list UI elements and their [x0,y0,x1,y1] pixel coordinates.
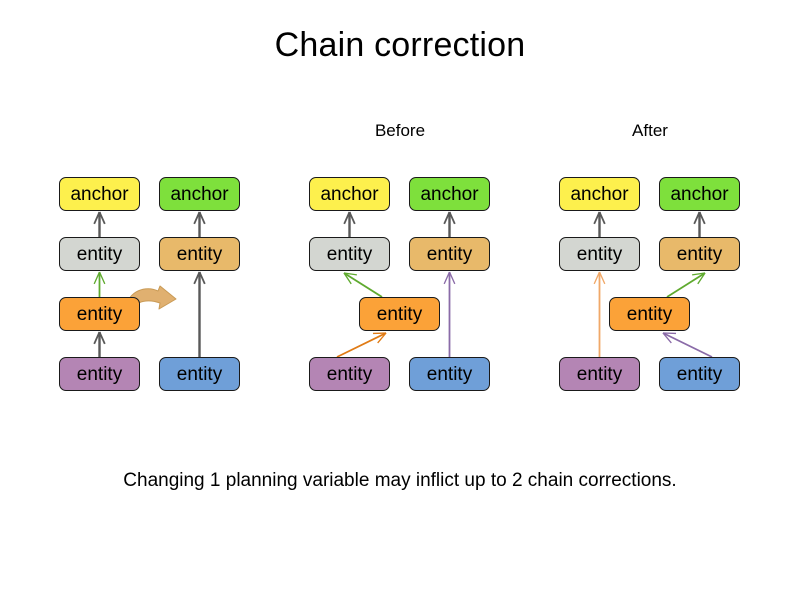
node-label: anchor [570,183,629,205]
node-p2-anchor-green[interactable]: anchor [409,177,490,211]
arrow-before-edge-orange-to-grey [343,272,383,298]
node-label: entity [326,243,373,265]
arrow-after-edge-grey-to-yellow-anchor [593,211,606,237]
node-p1-anchor-green[interactable]: anchor [159,177,240,211]
node-label: entity [426,243,473,265]
arrow-initial-edge-orange-to-grey [93,271,106,297]
node-p1-entity-purple[interactable]: entity [59,357,140,391]
page-title: Chain correction [274,26,526,64]
node-label: entity [76,363,123,385]
node-label: anchor [70,183,129,205]
panel-label-before: Before [374,121,426,140]
arrow-initial-edge-grey-to-yellow-anchor [93,211,106,237]
node-p2-entity-blue[interactable]: entity [409,357,490,391]
node-label: entity [626,303,673,325]
arrow-initial-edge-purple-to-orange [93,331,106,357]
node-label: anchor [170,183,229,205]
node-label: entity [176,243,223,265]
node-label: entity [176,363,223,385]
node-p2-entity-purple[interactable]: entity [309,357,390,391]
node-p3-anchor-green[interactable]: anchor [659,177,740,211]
node-label: anchor [320,183,379,205]
arrow-after-edge-tan-to-green-anchor [693,211,706,237]
node-label: anchor [670,183,729,205]
node-p1-entity-orange[interactable]: entity [59,297,140,331]
node-p1-entity-blue[interactable]: entity [159,357,240,391]
node-p3-entity-purple[interactable]: entity [559,357,640,391]
node-label: entity [576,243,623,265]
arrow-initial-edge-blue-to-tan [193,271,206,357]
arrow-before-edge-grey-to-yellow-anchor [343,211,356,237]
node-label: entity [676,363,723,385]
arrow-before-edge-tan-to-green-anchor [443,211,456,237]
node-p2-entity-grey[interactable]: entity [309,237,390,271]
node-p2-entity-orange[interactable]: entity [359,297,440,331]
arrow-before-edge-purple-to-orange [336,332,387,358]
node-p2-anchor-yellow[interactable]: anchor [309,177,390,211]
arrow-initial-edge-tan-to-green-anchor [193,211,206,237]
diagram-caption: Changing 1 planning variable may inflict… [123,470,677,491]
node-label: entity [376,303,423,325]
node-p3-entity-grey[interactable]: entity [559,237,640,271]
node-label: entity [426,363,473,385]
node-label: entity [326,363,373,385]
node-p1-anchor-yellow[interactable]: anchor [59,177,140,211]
arrow-after-edge-purple-to-grey [593,271,606,357]
arrow-before-edge-blue-to-tan [443,271,456,357]
node-p1-entity-grey[interactable]: entity [59,237,140,271]
node-label: entity [676,243,723,265]
node-p3-entity-tan[interactable]: entity [659,237,740,271]
node-label: entity [576,363,623,385]
node-p2-entity-tan[interactable]: entity [409,237,490,271]
node-p3-entity-orange[interactable]: entity [609,297,690,331]
node-label: entity [76,243,123,265]
node-p3-anchor-yellow[interactable]: anchor [559,177,640,211]
node-label: entity [76,303,123,325]
arrow-after-edge-blue-to-orange [662,332,713,358]
node-p1-entity-tan[interactable]: entity [159,237,240,271]
panel-label-after: After [632,121,668,140]
arrow-after-edge-orange-to-tan [666,272,706,298]
node-label: anchor [420,183,479,205]
node-p3-entity-blue[interactable]: entity [659,357,740,391]
